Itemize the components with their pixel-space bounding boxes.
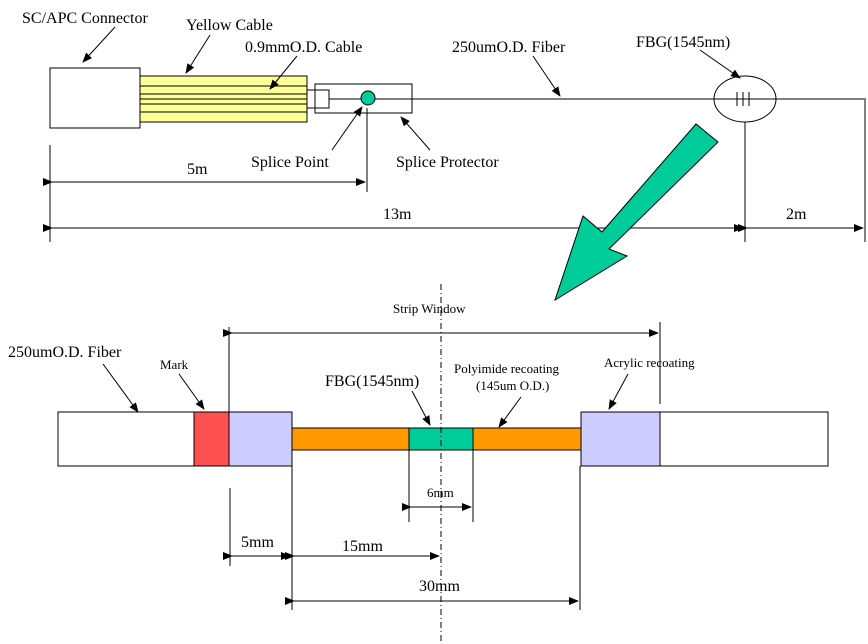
dim-5mm: 5mm bbox=[241, 534, 274, 551]
mark bbox=[193, 411, 230, 467]
dim-15mm: 15mm bbox=[342, 538, 383, 555]
mark-label: Mark bbox=[160, 357, 189, 372]
zoom-arrow bbox=[554, 123, 719, 302]
left-fiber bbox=[57, 411, 195, 467]
polyimide-label-1: Polyimide recoating bbox=[454, 361, 560, 376]
left-acrylic bbox=[228, 411, 293, 467]
splice-point-label: Splice Point bbox=[251, 154, 329, 171]
acrylic-label: Acrylic recoating bbox=[604, 355, 695, 370]
connector-label: SC/APC Connector bbox=[22, 10, 148, 27]
cable-09-label: 0.9mmO.D. Cable bbox=[245, 39, 362, 56]
polyimide-label-2: (145um O.D.) bbox=[476, 378, 549, 393]
dim-5m: 5m bbox=[187, 161, 208, 178]
splice-protector-label: Splice Protector bbox=[396, 154, 499, 171]
top-fiber-label: 250umO.D. Fiber bbox=[452, 39, 566, 56]
dim-6mm: 6mm bbox=[427, 485, 454, 500]
splice-point bbox=[360, 90, 376, 106]
bottom-fiber-label: 250umO.D. Fiber bbox=[8, 344, 122, 361]
bottom-detail: Strip Window 250umO.D. Fiber Mark FBG(15… bbox=[8, 284, 829, 644]
sc-apc-connector bbox=[49, 67, 141, 129]
top-fbg-label: FBG(1545nm) bbox=[636, 34, 730, 51]
right-fiber bbox=[659, 411, 829, 467]
cable-09mm bbox=[306, 89, 330, 109]
bottom-fbg-label: FBG(1545nm) bbox=[325, 373, 419, 390]
dim-13m: 13m bbox=[383, 206, 412, 223]
right-acrylic bbox=[580, 411, 661, 467]
yellow-cable-label: Yellow Cable bbox=[186, 17, 273, 34]
dim-30mm: 30mm bbox=[419, 578, 460, 595]
dim-2m: 2m bbox=[786, 206, 807, 223]
strip-window-label: Strip Window bbox=[393, 301, 466, 316]
top-assembly: SC/APC Connector Yellow Cable 0.9mmO.D. … bbox=[22, 10, 866, 242]
